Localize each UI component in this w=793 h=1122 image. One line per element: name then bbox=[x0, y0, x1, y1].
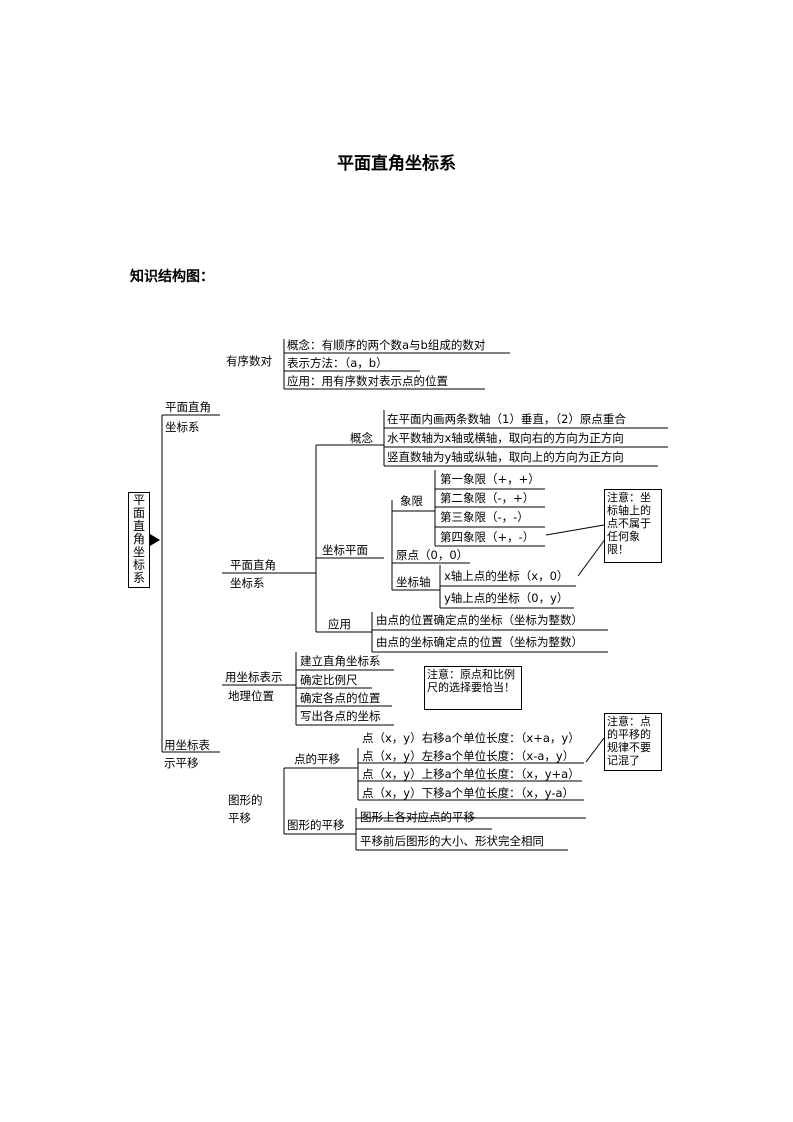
geo-item-2: 确定比例尺 bbox=[300, 673, 358, 687]
branch-system-label-2: 坐标系 bbox=[165, 420, 200, 434]
quadrant-item-4: 第四象限（+，-） bbox=[440, 530, 535, 544]
concept-item-3: 竖直数轴为y轴或纵轴，取向上的方向为正方向 bbox=[387, 450, 624, 464]
section-heading: 知识结构图： bbox=[130, 269, 214, 285]
system-label-1: 平面直角 bbox=[230, 558, 276, 572]
application-item-1: 由点的位置确定点的坐标（坐标为整数） bbox=[376, 613, 583, 627]
concept-item-1: 在平面内画两条数轴（1）垂直，（2）原点重合 bbox=[387, 412, 626, 426]
quadrant-item-3: 第三象限（-，-） bbox=[440, 510, 529, 524]
note-axis-points: 注意：坐标轴上的点不属于任何象限！ bbox=[604, 489, 662, 563]
point-translation-label: 点的平移 bbox=[294, 752, 340, 766]
figure-translation-label: 图形的平移 bbox=[287, 818, 345, 832]
geo-item-1: 建立直角坐标系 bbox=[300, 654, 381, 668]
shape-label-1: 图形的 bbox=[228, 793, 263, 807]
quadrant-item-1: 第一象限（+，+） bbox=[440, 472, 540, 486]
origin-label: 原点（0，0） bbox=[396, 548, 469, 562]
note-scale: 注意：原点和比例尺的选择要恰当！ bbox=[424, 666, 522, 710]
shape-label-2: 平移 bbox=[228, 811, 251, 825]
figure-translation-item-1: 图形上各对应点的平移 bbox=[360, 810, 475, 824]
axis-item-1: x轴上点的坐标（x，0） bbox=[444, 569, 569, 583]
point-translation-item-4: 点（x，y）下移a个单位长度：（x，y-a） bbox=[362, 786, 575, 800]
geo-item-4: 写出各点的坐标 bbox=[300, 709, 381, 723]
figure-translation-item-2: 平移前后图形的大小、形状完全相同 bbox=[360, 834, 544, 848]
branch-system-label-1: 平面直角 bbox=[165, 400, 211, 414]
ordered-pair-item-1: 概念：有顺序的两个数a与b组成的数对 bbox=[287, 338, 486, 352]
plane-label: 坐标平面 bbox=[322, 543, 368, 557]
page-title: 平面直角坐标系 bbox=[337, 154, 456, 174]
geo-label-1: 用坐标表示 bbox=[225, 670, 283, 684]
point-translation-item-2: 点（x，y）左移a个单位长度：（x-a，y） bbox=[362, 749, 575, 763]
system-label-2: 坐标系 bbox=[230, 576, 265, 590]
concept-label: 概念 bbox=[350, 431, 373, 445]
axis-item-2: y轴上点的坐标（0，y） bbox=[444, 591, 569, 605]
point-translation-item-3: 点（x，y）上移a个单位长度：（x，y+a） bbox=[362, 767, 580, 781]
axis-label: 坐标轴 bbox=[396, 575, 431, 589]
root-topic-box: 平面直角坐标系 bbox=[128, 492, 150, 588]
translate-label-1: 用坐标表 bbox=[164, 738, 210, 752]
quadrant-item-2: 第二象限（-，+） bbox=[440, 491, 535, 505]
concept-item-2: 水平数轴为x轴或横轴，取向右的方向为正方向 bbox=[387, 431, 624, 445]
application-item-2: 由点的坐标确定点的位置（坐标为整数） bbox=[376, 635, 583, 649]
geo-label-2: 地理位置 bbox=[228, 689, 274, 703]
application-label: 应用 bbox=[328, 617, 351, 631]
root-topic-label: 平面直角坐标系 bbox=[132, 493, 145, 585]
geo-item-3: 确定各点的位置 bbox=[300, 691, 381, 705]
note-translation-rules: 注意：点的平移的规律不要记混了 bbox=[604, 713, 662, 771]
translate-label-2: 示平移 bbox=[164, 756, 199, 770]
ordered-pair-item-2: 表示方法：（a，b） bbox=[287, 356, 388, 370]
quadrant-label: 象限 bbox=[400, 494, 423, 508]
ordered-pair-label: 有序数对 bbox=[226, 354, 272, 368]
point-translation-item-1: 点（x，y）右移a个单位长度：（x+a，y） bbox=[362, 731, 580, 745]
ordered-pair-item-3: 应用：用有序数对表示点的位置 bbox=[287, 374, 448, 388]
